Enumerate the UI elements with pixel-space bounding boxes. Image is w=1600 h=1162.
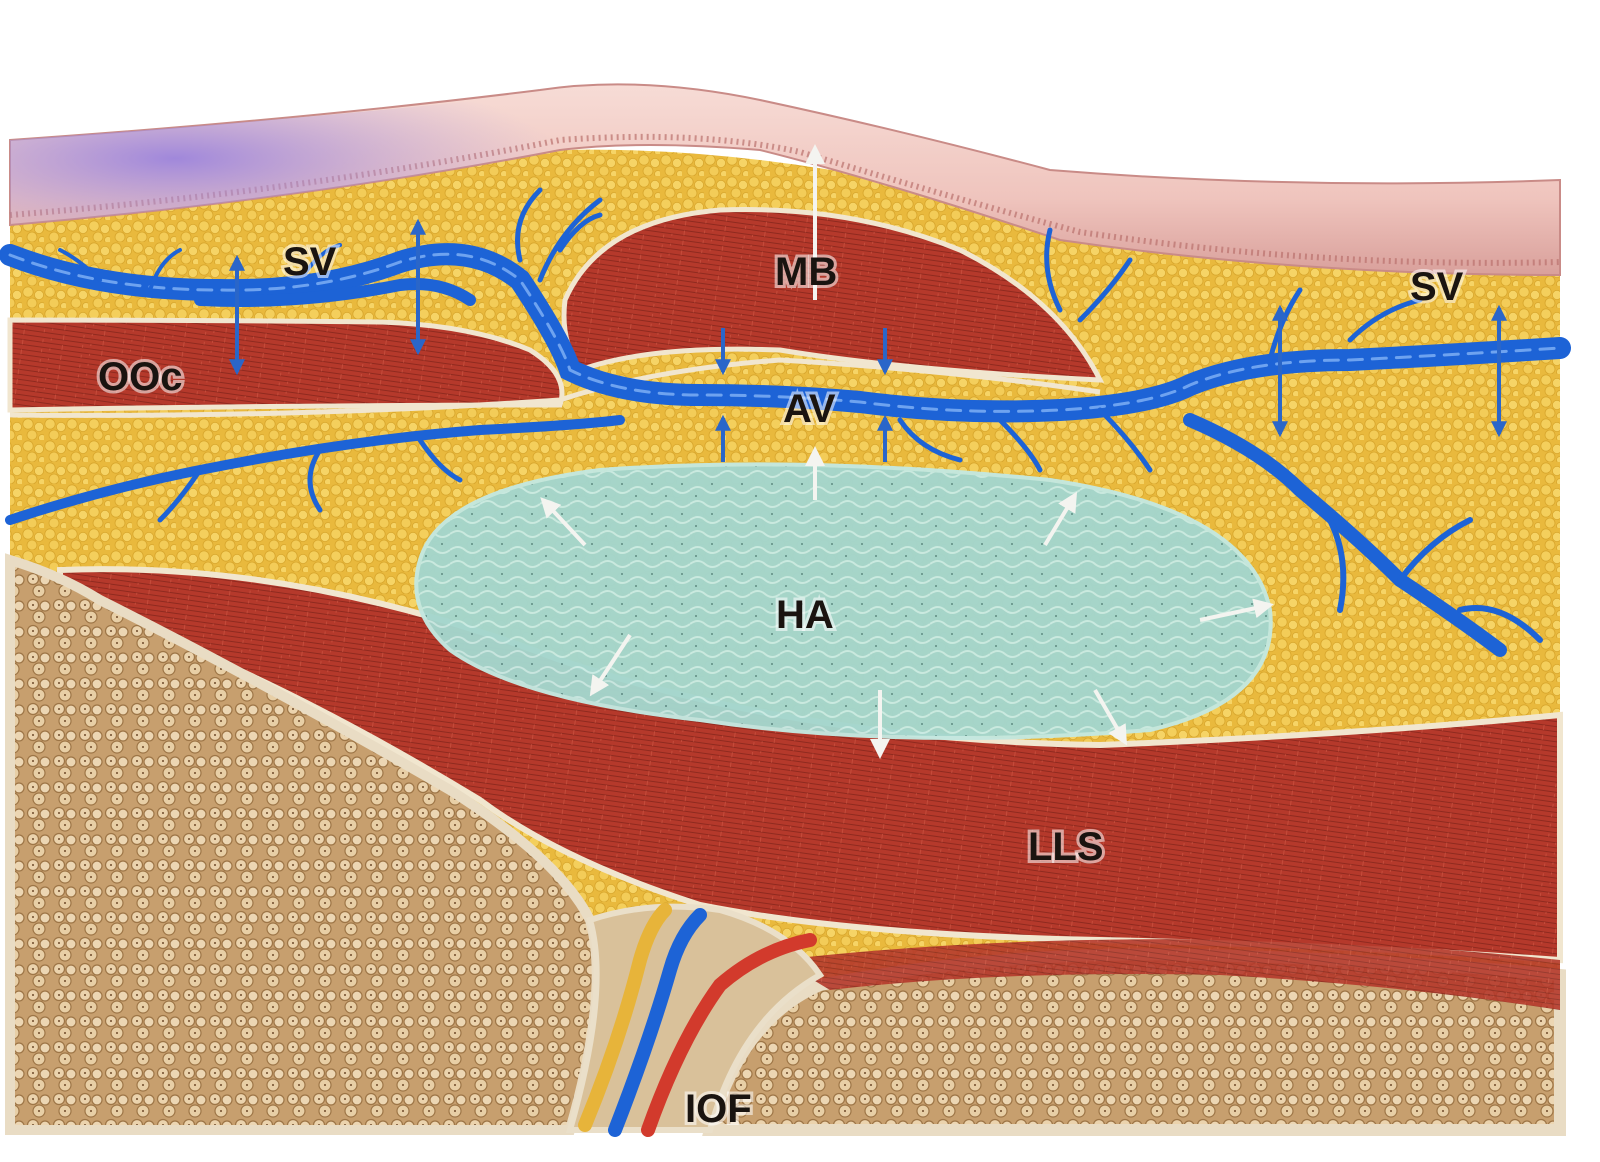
label-sv-right: SV — [1410, 265, 1464, 309]
label-av: AV — [783, 387, 836, 431]
ooc-muscle — [7, 317, 565, 413]
bruise-area — [10, 92, 560, 225]
expansion-arrows — [540, 144, 1274, 759]
outward-arrow-icon — [1043, 491, 1078, 547]
label-sv-left: SV — [283, 240, 337, 284]
vein-network — [0, 187, 1571, 657]
infraorbital-artery — [641, 933, 817, 1137]
lls-lower-band — [780, 939, 1560, 1010]
ha-filler — [414, 462, 1273, 740]
label-mb: MB — [775, 250, 837, 294]
pressure-arrows — [229, 218, 1507, 462]
infraorbital-nerve — [578, 903, 672, 1132]
outward-arrow-icon — [540, 497, 587, 547]
mb-muscle — [561, 207, 1105, 383]
outward-arrow-icon — [589, 633, 632, 697]
label-iof: IOF — [685, 1087, 752, 1131]
label-ooc: OOc — [98, 355, 182, 399]
label-lls: LLS — [1028, 825, 1104, 869]
label-ha: HA — [776, 593, 834, 637]
infraorbital-vein — [608, 908, 707, 1137]
outward-arrow-icon — [1093, 689, 1127, 746]
outward-arrow-icon — [1199, 598, 1274, 622]
